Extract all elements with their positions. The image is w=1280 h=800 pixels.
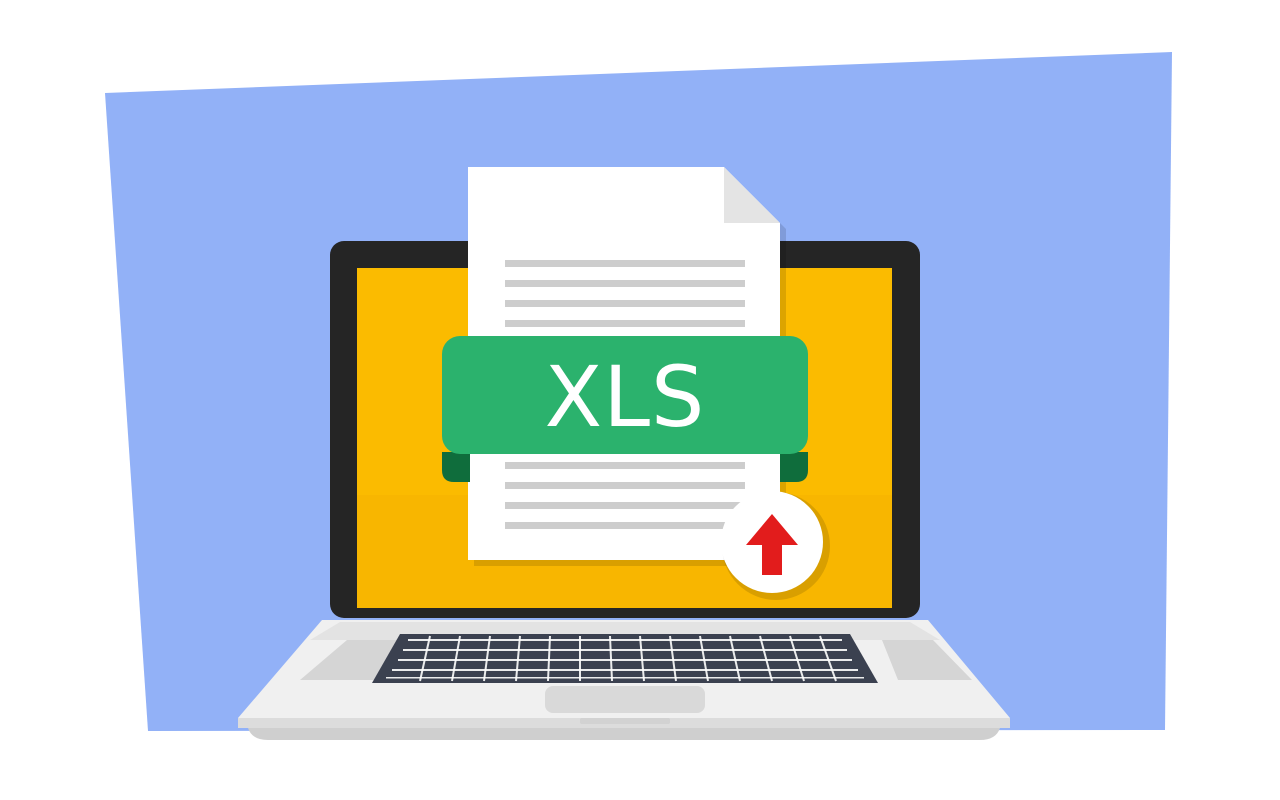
document-fold: [724, 167, 780, 223]
upload-button[interactable]: [721, 491, 830, 600]
badge-body: [442, 336, 808, 454]
upload-arrow-icon: [746, 514, 798, 575]
file-type-badge: [442, 336, 808, 482]
badge-fold-right: [780, 452, 808, 482]
trackpad: [545, 686, 705, 713]
file-type-label: XLS: [544, 348, 706, 446]
document-lines: [505, 260, 745, 529]
badge-fold-left: [442, 452, 470, 482]
